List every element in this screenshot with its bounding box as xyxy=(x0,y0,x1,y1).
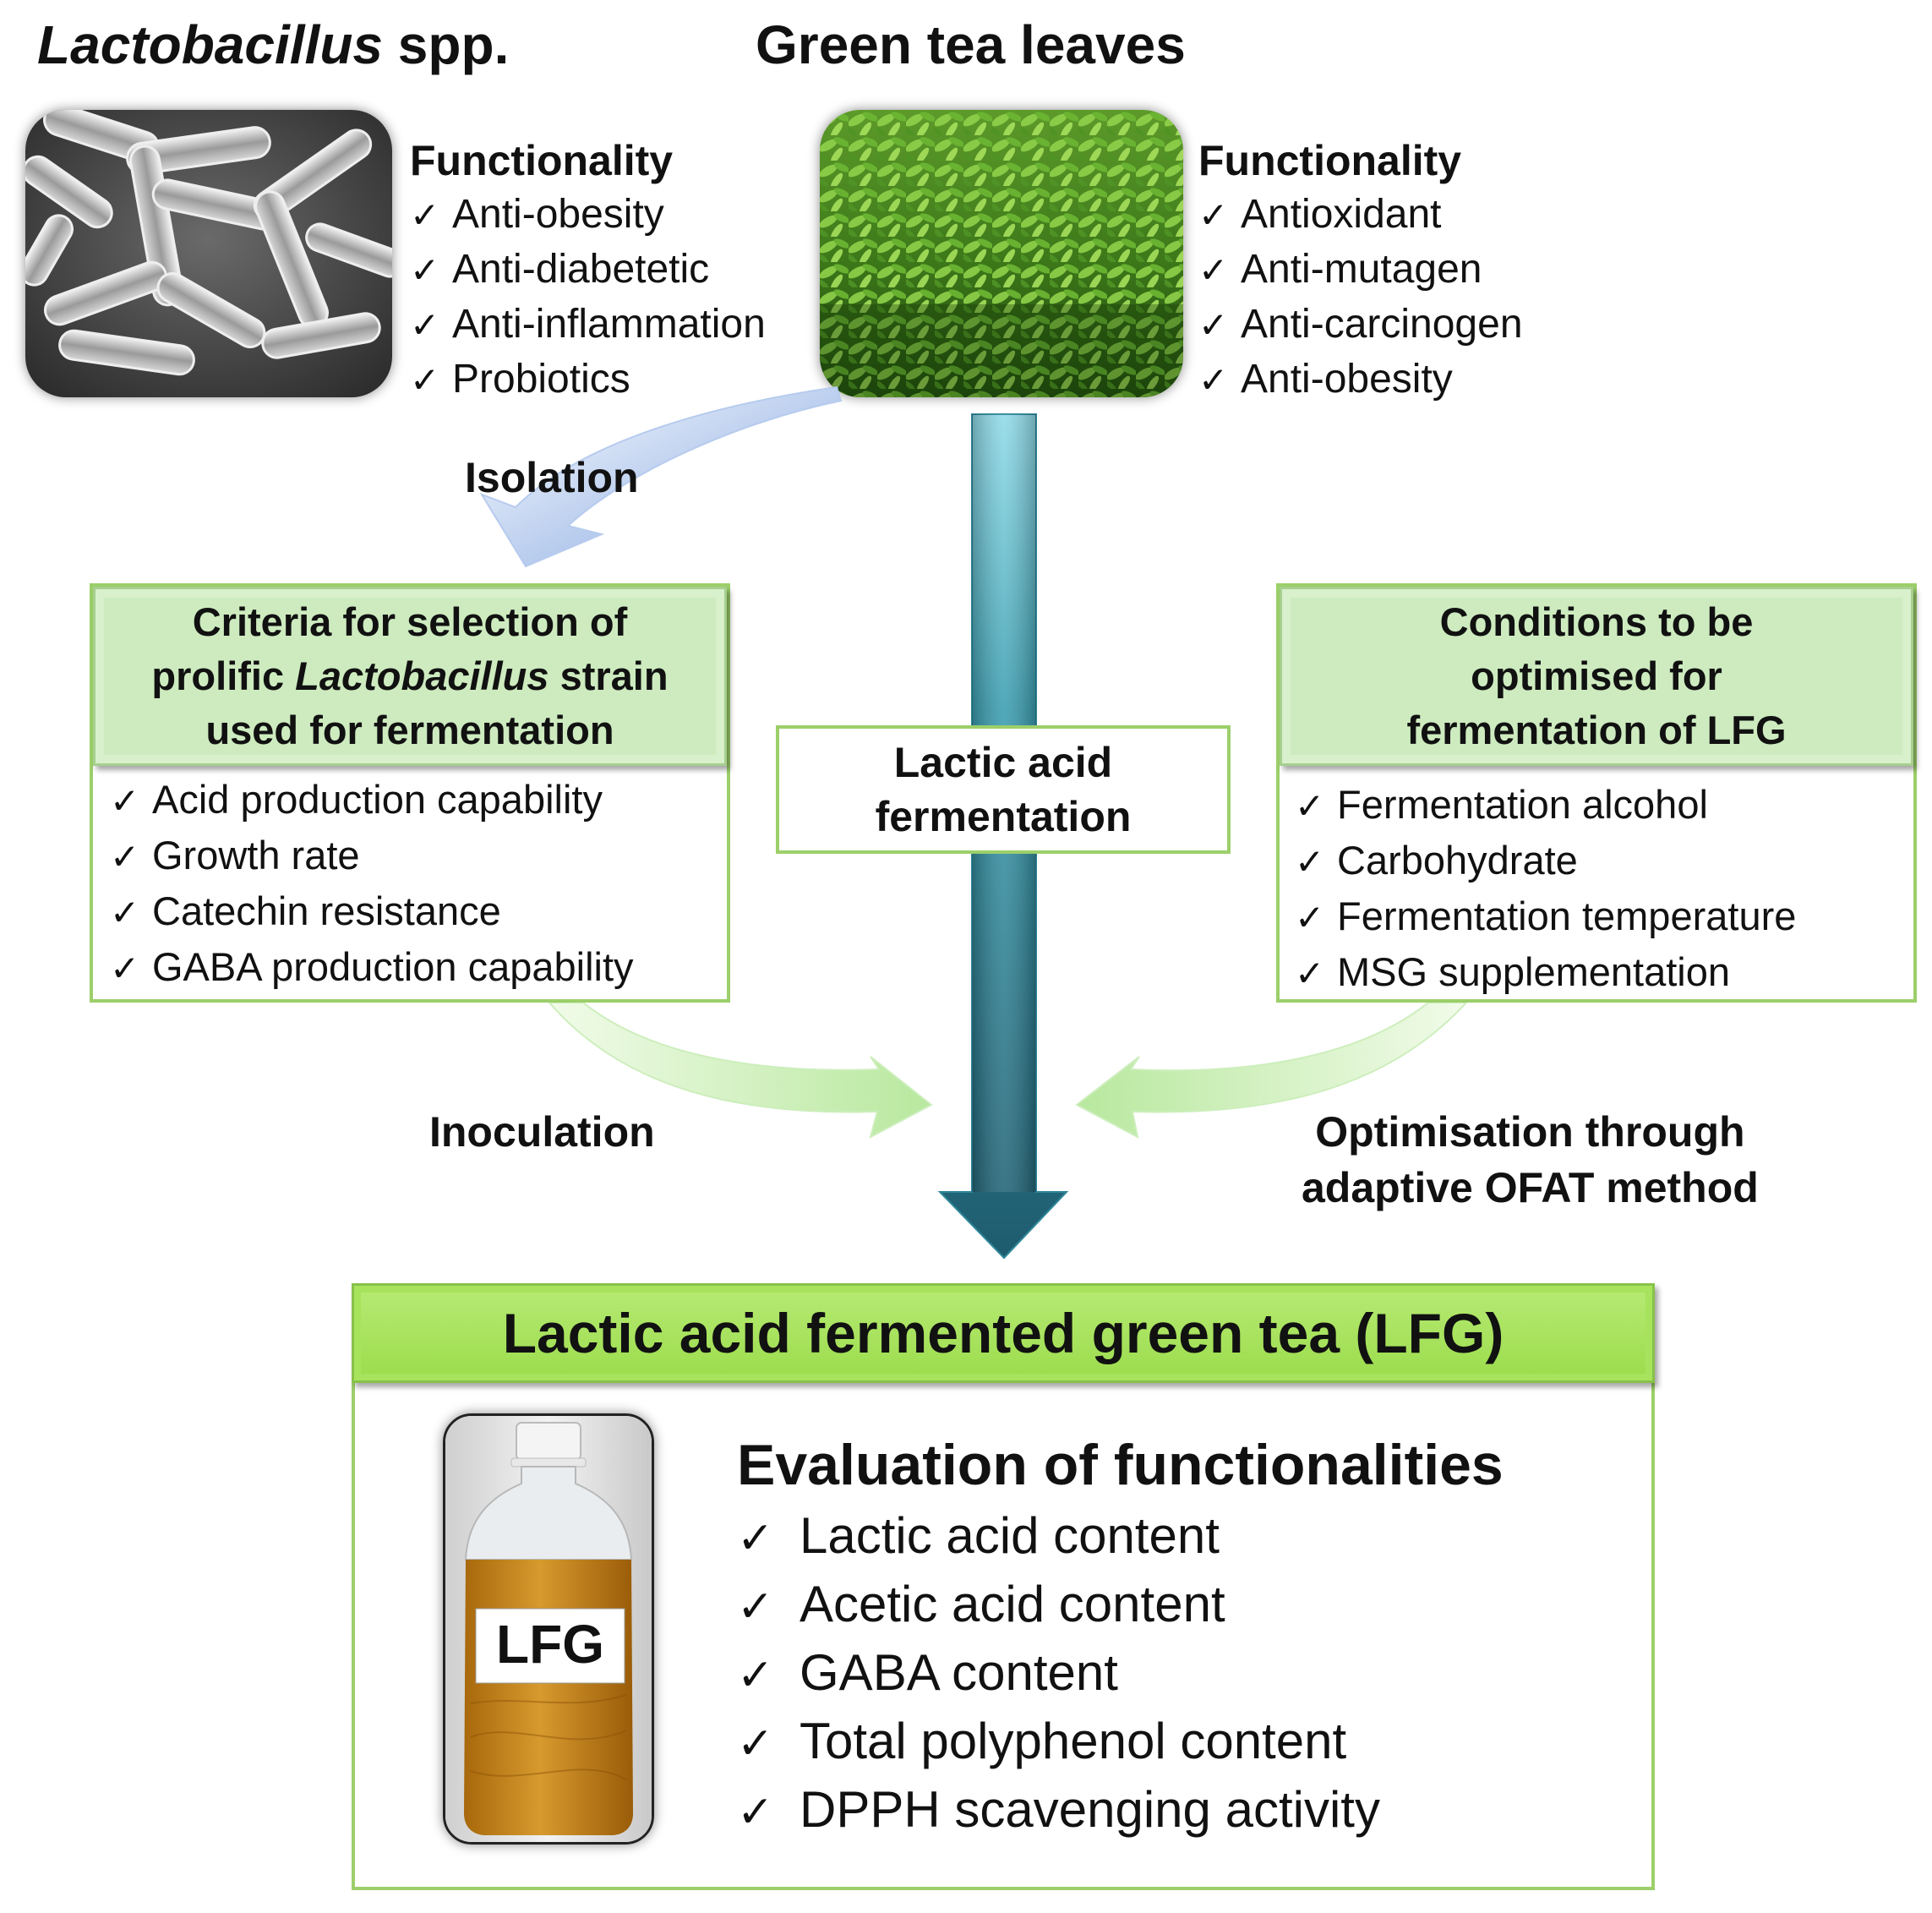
conditions-list: ✓Fermentation alcohol ✓Carbohydrate ✓Fer… xyxy=(1295,778,1796,1001)
list-item: ✓Growth rate xyxy=(110,828,634,884)
check-icon: ✓ xyxy=(737,1780,800,1845)
criteria-box: Criteria for selection of prolific Lacto… xyxy=(90,583,730,1003)
list-item: ✓Lactic acid content xyxy=(737,1503,1380,1571)
list-item: ✓MSG supplementation xyxy=(1295,945,1796,1001)
check-icon: ✓ xyxy=(737,1575,800,1640)
list-item: ✓Catechin resistance xyxy=(110,884,634,940)
isolation-label: Isolation xyxy=(465,450,639,506)
optimisation-label: Optimisation through adaptive OFAT metho… xyxy=(1302,1104,1759,1216)
criteria-list: ✓Acid production capability ✓Growth rate… xyxy=(110,773,634,996)
conditions-box: Conditions to be optimised for fermentat… xyxy=(1276,583,1917,1003)
check-icon: ✓ xyxy=(737,1712,800,1777)
bottle-label-text: LFG xyxy=(496,1614,604,1675)
criteria-heading-line3: used for fermentation xyxy=(151,703,668,757)
list-item: ✓Fermentation alcohol xyxy=(1295,778,1796,834)
list-item: ✓GABA production capability xyxy=(110,940,634,996)
conditions-heading-line1: Conditions to be xyxy=(1406,595,1786,649)
criteria-heading: Criteria for selection of prolific Lacto… xyxy=(93,587,727,766)
list-item: ✓DPPH scavenging activity xyxy=(737,1777,1380,1845)
lfg-bottle-image: LFG xyxy=(443,1413,654,1845)
fermentation-box: Lactic acid fermentation xyxy=(776,725,1231,854)
list-item: ✓Fermentation temperature xyxy=(1295,889,1796,945)
check-icon: ✓ xyxy=(737,1643,800,1708)
conditions-heading: Conditions to be optimised for fermentat… xyxy=(1280,587,1913,766)
check-icon: ✓ xyxy=(737,1506,800,1571)
check-icon: ✓ xyxy=(1295,891,1337,945)
list-item: ✓Acetic acid content xyxy=(737,1571,1380,1640)
list-item: ✓GABA content xyxy=(737,1640,1380,1708)
conditions-heading-line2: optimised for xyxy=(1406,649,1786,703)
check-icon: ✓ xyxy=(110,886,152,940)
check-icon: ✓ xyxy=(110,942,152,996)
criteria-heading-line1: Criteria for selection of xyxy=(151,595,668,649)
list-item: ✓Total polyphenol content xyxy=(737,1708,1380,1777)
check-icon: ✓ xyxy=(110,830,152,884)
check-icon: ✓ xyxy=(1295,835,1337,889)
check-icon: ✓ xyxy=(110,774,152,828)
conditions-heading-line3: fermentation of LFG xyxy=(1406,703,1786,757)
lfg-title: Lactic acid fermented green tea (LFG) xyxy=(352,1283,1655,1383)
check-icon: ✓ xyxy=(1295,947,1337,1001)
fermentation-line1: Lactic acid xyxy=(894,735,1112,790)
evaluation-heading: Evaluation of functionalities xyxy=(737,1432,1504,1498)
fermentation-line2: fermentation xyxy=(876,790,1132,844)
inoculation-label: Inoculation xyxy=(429,1104,655,1160)
evaluation-list: ✓Lactic acid content ✓Acetic acid conten… xyxy=(737,1503,1380,1845)
criteria-heading-line2: prolific Lactobacillus strain xyxy=(151,649,668,703)
list-item: ✓Carbohydrate xyxy=(1295,834,1796,889)
list-item: ✓Acid production capability xyxy=(110,773,634,828)
check-icon: ✓ xyxy=(1295,779,1337,834)
